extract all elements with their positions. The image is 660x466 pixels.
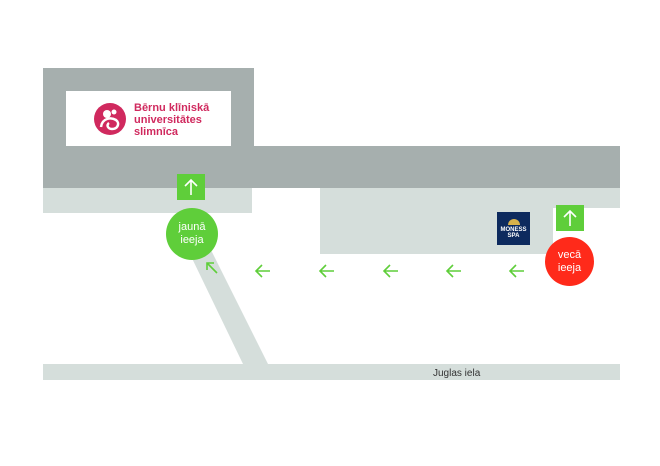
arrow-up-left-icon (206, 262, 218, 274)
moness-logo-line-2: SPA (507, 232, 520, 239)
arrow-up-icon (563, 209, 577, 226)
arrow-left-icon (382, 264, 398, 278)
old-entrance-label-2: ieeja (557, 261, 582, 274)
street-juglas (43, 364, 620, 380)
arrow-left-icon (254, 264, 270, 278)
moness-logo: MONESS SPA (497, 212, 530, 245)
hospital-emblem-icon (94, 103, 126, 135)
old-entrance-arrow-box (556, 205, 584, 231)
hospital-name-line-3: slimnīca (134, 126, 179, 138)
building-old-entrance-strip (553, 188, 620, 208)
moness-logo-line-1: MONESS (500, 226, 527, 233)
arrow-up-icon (184, 178, 198, 195)
street-label: Juglas iela (433, 368, 481, 379)
new-entrance-label-2: ieeja (180, 234, 204, 246)
hospital-name-line-1: Bērnu klīniskā (134, 102, 210, 114)
arrow-left-icon (445, 264, 461, 278)
moness-mark-icon (507, 218, 520, 225)
hospital-logo-box: Bērnu klīniskā universitātes slimnīca (66, 91, 231, 146)
old-entrance-label-1: vecā (557, 248, 582, 261)
building-new-entrance-annex (43, 188, 252, 213)
hospital-building-wing (43, 146, 620, 188)
arrow-left-icon (508, 264, 524, 278)
old-entrance-marker[interactable]: vecā ieeja (545, 237, 594, 286)
hospital-name-line-2: universitātes (134, 114, 202, 126)
new-entrance-arrow-box (177, 174, 205, 200)
new-entrance-marker[interactable]: jaunā ieeja (166, 208, 218, 260)
diagonal-walkway (188, 250, 268, 364)
new-entrance-label-1: jaunā (178, 221, 206, 233)
hospital-name: Bērnu klīniskā universitātes slimnīca (134, 102, 209, 138)
arrow-left-icon (318, 264, 334, 278)
